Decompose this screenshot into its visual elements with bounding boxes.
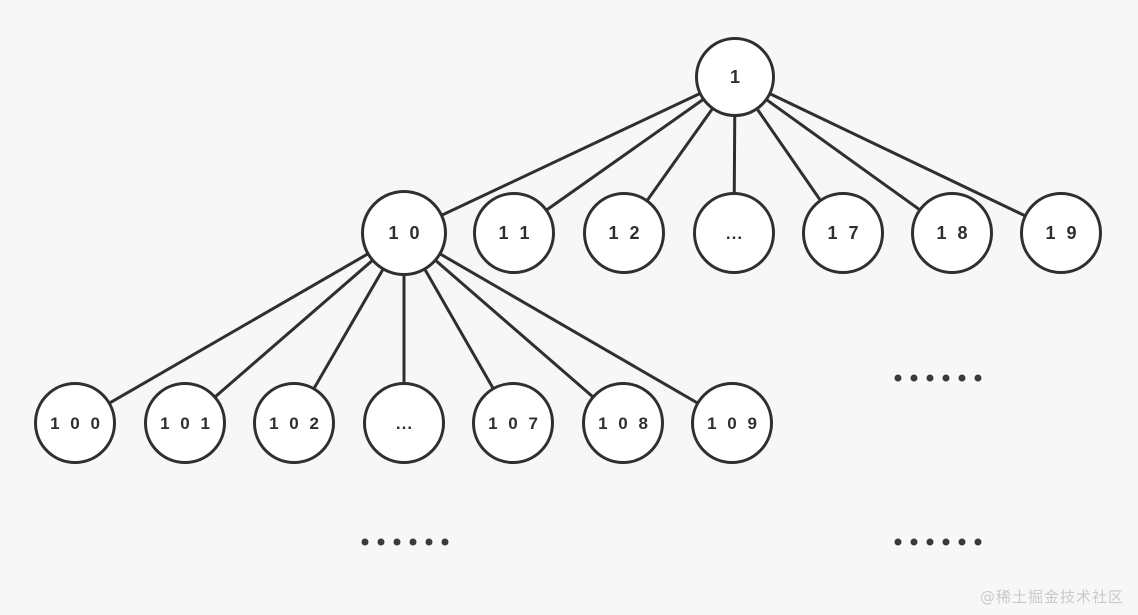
ellipsis-dot — [425, 538, 433, 546]
ellipsis-dot — [958, 374, 966, 382]
tree-node-n12[interactable]: 1 2 — [583, 192, 665, 274]
tree-edge — [402, 75, 737, 235]
tree-edge — [402, 231, 625, 425]
ellipsis-dot — [377, 538, 385, 546]
ellipsis-dot — [974, 538, 982, 546]
tree-edge — [733, 75, 954, 235]
tree-node-n18[interactable]: 1 8 — [911, 192, 993, 274]
ellipsis-dot — [361, 538, 369, 546]
ellipsis-dot — [910, 374, 918, 382]
tree-edge — [73, 231, 406, 425]
ellipsis-dot — [393, 538, 401, 546]
tree-edge — [402, 231, 734, 425]
tree-edge — [512, 75, 737, 235]
tree-node-n10[interactable]: 1 0 — [361, 190, 447, 276]
tree-node-n1x[interactable]: ... — [693, 192, 775, 274]
ellipsis-dot — [974, 374, 982, 382]
ellipsis-right-mid-icon — [894, 374, 982, 382]
ellipsis-dot — [894, 538, 902, 546]
watermark: @稀土掘金技术社区 — [979, 588, 1124, 606]
tree-node-n100[interactable]: 1 0 0 — [34, 382, 116, 464]
tree-node-n107[interactable]: 1 0 7 — [472, 382, 554, 464]
tree-node-n17[interactable]: 1 7 — [802, 192, 884, 274]
ellipsis-dot — [926, 538, 934, 546]
tree-node-n109[interactable]: 1 0 9 — [691, 382, 773, 464]
ellipsis-dot — [894, 374, 902, 382]
tree-node-n108[interactable]: 1 0 8 — [582, 382, 664, 464]
ellipsis-dot — [958, 538, 966, 546]
ellipsis-dot — [942, 374, 950, 382]
tree-node-n101[interactable]: 1 0 1 — [144, 382, 226, 464]
tree-node-n11[interactable]: 1 1 — [473, 192, 555, 274]
ellipsis-dot — [910, 538, 918, 546]
tree-node-n10x[interactable]: ... — [363, 382, 445, 464]
ellipsis-dot — [441, 538, 449, 546]
tree-node-n19[interactable]: 1 9 — [1020, 192, 1102, 274]
ellipsis-dot — [926, 374, 934, 382]
tree-node-n102[interactable]: 1 0 2 — [253, 382, 335, 464]
ellipsis-bottom-left-icon — [361, 538, 449, 546]
tree-edge — [733, 75, 1063, 235]
ellipsis-bottom-right-icon — [894, 538, 982, 546]
tree-node-root[interactable]: 1 — [695, 37, 775, 117]
ellipsis-dot — [942, 538, 950, 546]
ellipsis-dot — [409, 538, 417, 546]
tree-edge — [183, 231, 406, 425]
